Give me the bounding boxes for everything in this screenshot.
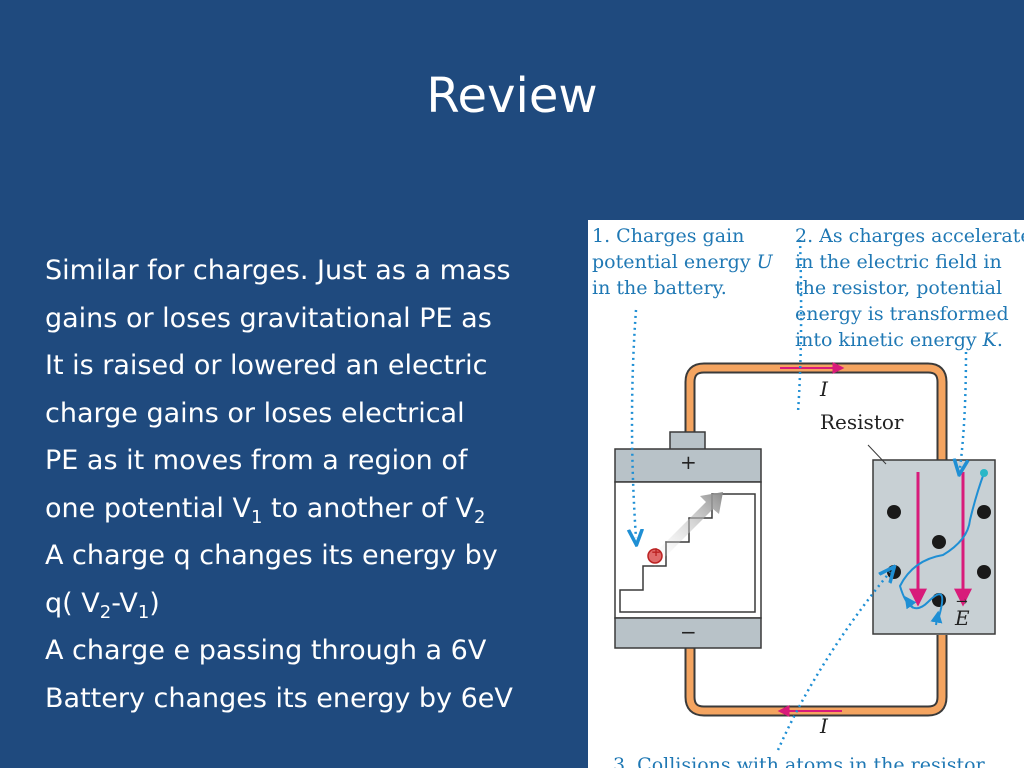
charge-endpoint xyxy=(980,469,988,477)
current-label-top: I xyxy=(820,377,828,401)
battery-minus-label: − xyxy=(680,620,697,644)
body-line: A charge e passing through a 6V xyxy=(45,635,487,666)
body-line: Similar for charges. Just as a mass xyxy=(45,255,511,286)
subscript: 1 xyxy=(137,601,150,623)
caption3-pointer xyxy=(776,572,890,751)
charge-path-arrow xyxy=(904,596,917,610)
caption-line: 2. As charges accelerate xyxy=(795,225,1024,247)
subscript: 2 xyxy=(473,506,486,528)
field-label-text: E xyxy=(955,606,970,630)
caption-fragment: into kinetic energy xyxy=(795,329,983,351)
subscript: 1 xyxy=(250,506,263,528)
caption-line: potential energy U xyxy=(592,249,773,275)
variable-k: K xyxy=(982,329,997,351)
body-text-fragment: q( V xyxy=(45,587,100,619)
body-line: charge gains or loses electrical xyxy=(45,397,465,429)
caption1-pointer xyxy=(632,309,636,538)
circuit-diagram xyxy=(614,239,996,751)
charge-path xyxy=(898,472,985,621)
body-text-fragment: -V xyxy=(111,587,138,619)
caption2-pointer-right xyxy=(960,351,966,468)
battery-bottom-band xyxy=(614,617,762,649)
resistor-label: Resistor xyxy=(820,410,904,434)
body-text-fragment: one potential V xyxy=(45,492,251,524)
field-label: → E xyxy=(955,594,970,630)
atom xyxy=(977,565,991,579)
resistor-body xyxy=(872,459,996,635)
body-line: Battery changes its energy by 6eV xyxy=(45,682,513,714)
caption-battery: 1. Charges gain potential energy U in th… xyxy=(592,223,773,301)
atom xyxy=(932,535,946,549)
caption-line: in the electric field in xyxy=(795,251,1002,273)
variable-u: U xyxy=(756,251,773,273)
body-line: q( V2-V1) xyxy=(45,580,605,628)
caption-fragment: . xyxy=(996,329,1003,351)
energy-staircase xyxy=(619,493,756,613)
battery-terminal xyxy=(669,431,706,451)
body-line: A charge q changes its energy by xyxy=(45,540,498,571)
body-line: gains or loses gravitational PE as xyxy=(45,302,492,334)
body-line: It is raised or lowered an electric xyxy=(45,350,488,381)
atom xyxy=(977,505,991,519)
battery-plus-label: + xyxy=(680,450,697,474)
body-text-fragment: ) xyxy=(149,587,160,619)
caption-line: 1. Charges gain xyxy=(592,225,745,247)
subscript: 2 xyxy=(99,601,112,623)
caption-line: in the battery. xyxy=(592,277,727,299)
slide-title: Review xyxy=(426,68,598,124)
caption-collisions: 3. Collisions with atoms in the resistor xyxy=(613,754,985,768)
resistor xyxy=(867,444,996,635)
charge-sign: + xyxy=(651,545,662,559)
circuit-figure: 1. Charges gain potential energy U in th… xyxy=(588,220,1024,768)
charge-path-arrow xyxy=(930,610,943,626)
caption-line: the resistor, potential xyxy=(795,277,1003,299)
body-line: PE as it moves from a region of xyxy=(45,445,468,476)
energy-gain-arrow xyxy=(648,492,723,567)
caption-resistor: 2. As charges accelerate in the electric… xyxy=(795,223,1024,353)
caption-fragment: potential energy xyxy=(592,251,757,273)
caption-line: energy is transformed xyxy=(795,303,1009,325)
resistor-leader-line xyxy=(867,444,887,465)
body-text-fragment: to another of V xyxy=(262,492,474,524)
body-text: Similar for charges. Just as a mass gain… xyxy=(45,247,605,722)
battery xyxy=(614,431,762,649)
current-label-bottom: I xyxy=(820,714,828,738)
charge-particle xyxy=(647,548,663,564)
caption-line: into kinetic energy K. xyxy=(795,327,1024,353)
atom xyxy=(887,505,901,519)
vector-arrow-icon: → xyxy=(956,594,968,610)
battery-top-band xyxy=(614,448,762,483)
body-line: one potential V1 to another of V2 xyxy=(45,485,605,533)
